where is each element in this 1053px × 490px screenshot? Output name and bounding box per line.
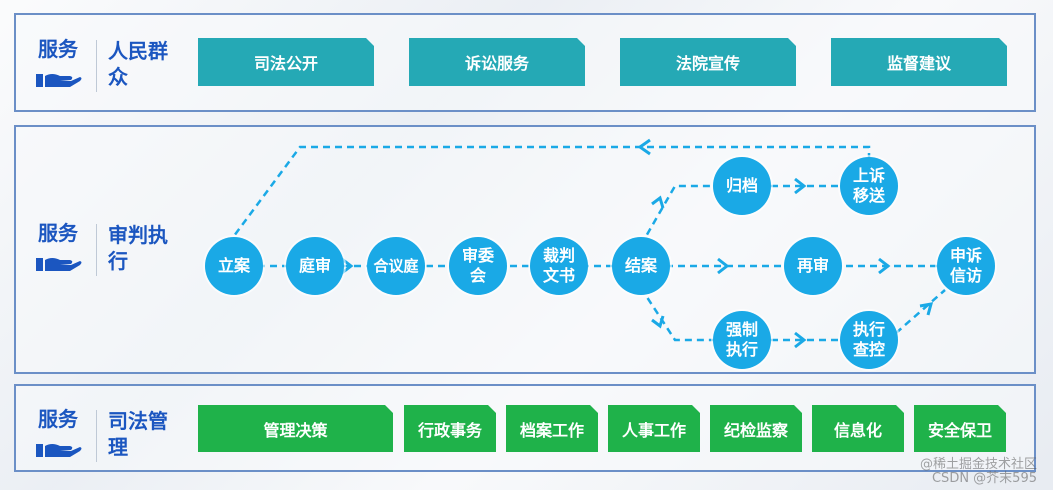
hand-icon [36,258,82,271]
hand-icon [36,74,82,87]
node-label: 审委会 [461,246,494,285]
box-judicial-openness: 司法公开 [198,38,374,86]
section-title-management: 司法管理 [108,409,168,459]
node-label: 结案 [624,256,657,275]
node-hearing: 庭审 [286,237,344,295]
box-archive-work: 档案工作 [506,405,598,452]
node-label: 合议庭 [373,257,419,275]
node-label: 庭审 [298,256,331,275]
node-label: 立案 [217,256,250,275]
arrow-up-right-icon [651,195,665,209]
node-enforcement: 强制执行 [713,311,771,369]
flow-arrows [341,138,934,349]
node-label: 申诉信访 [949,246,982,285]
watermark-line-2: CSDN @芥末595 [931,471,1037,486]
node-enforcement-check: 执行查控 [840,311,898,369]
node-appeal-transfer: 上诉移送 [840,157,898,215]
node-label: 执行查控 [852,320,885,359]
node-retrial: 再审 [784,237,842,295]
section-label-people: 服务 人民群众 [32,37,168,94]
box-supervision-advice: 监督建议 [831,38,1007,86]
node-label: 强制执行 [725,320,758,359]
box-discipline-inspection: 纪检监察 [710,405,802,452]
node-archive: 归档 [713,157,771,215]
arrow-left-icon [637,138,651,156]
arrow-right-icon [794,177,807,195]
section-title-trial: 审判执行 [108,223,168,273]
node-collegiate-panel: 合议庭 [367,237,425,295]
section-divider [96,410,97,462]
node-petition: 申诉信访 [937,237,995,295]
box-court-publicity: 法院宣传 [620,38,796,86]
box-personnel-work: 人事工作 [608,405,700,452]
section-label-management: 服务 司法管理 [32,407,168,464]
section-divider [96,224,97,276]
section-divider [96,40,97,92]
watermark: @稀土掘金技术社区 CSDN @芥末595 [920,458,1037,486]
arrow-down-right-icon [651,315,665,329]
arrow-right-icon [341,257,354,275]
section-label-trial: 服务 审判执行 [32,221,168,278]
box-informatization: 信息化 [812,405,904,452]
node-judgment-document: 裁判文书 [530,237,588,295]
box-management-decision: 管理决策 [198,405,393,452]
node-label: 再审 [796,256,829,275]
section-service-text: 服务 [38,407,78,431]
watermark-line-1: @稀土掘金技术社区 [919,457,1037,472]
node-adjudication-committee: 审委会 [449,237,507,295]
node-label: 裁判文书 [542,246,575,285]
box-administrative-affairs: 行政事务 [404,405,496,452]
section-title-people: 人民群众 [108,39,168,89]
node-filing: 立案 [205,237,263,295]
hand-icon [36,444,82,457]
section-service-text: 服务 [38,37,78,61]
arrow-right-icon [794,331,807,349]
box-security: 安全保卫 [914,405,1006,452]
section-service-text: 服务 [38,221,78,245]
arrow-right-icon [878,257,891,275]
box-litigation-service: 诉讼服务 [409,38,585,86]
arrow-up-right-icon [919,302,934,316]
node-label: 归档 [725,176,758,195]
arrow-right-icon [717,257,730,275]
node-label: 上诉移送 [852,166,885,205]
node-case-closed: 结案 [612,237,670,295]
